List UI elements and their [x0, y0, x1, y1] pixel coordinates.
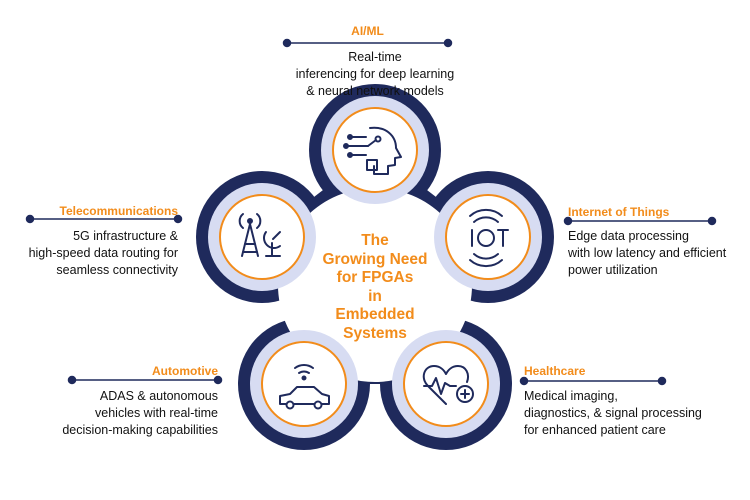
- heart-pulse-icon: [422, 365, 474, 405]
- connected-car-icon: [279, 364, 330, 410]
- center-title-line: The: [361, 232, 389, 249]
- node-healthcare: [392, 330, 500, 438]
- telecom-desc-line: 5G infrastructure &: [73, 229, 178, 243]
- ai-ml-desc-line: & neural network models: [306, 84, 444, 98]
- automotive-desc-line: vehicles with real-time: [95, 406, 218, 420]
- ai-head-circuit-icon: [343, 126, 402, 175]
- healthcare-desc-line: for enhanced patient care: [524, 423, 666, 437]
- center-title: The Growing Need for FPGAs in Embedded S…: [300, 232, 450, 343]
- telecom-description: 5G infrastructure & high-speed data rout…: [4, 228, 178, 279]
- node-iot: [434, 183, 542, 291]
- ai-ml-description: Real-time inferencing for deep learning …: [270, 49, 480, 100]
- center-title-line: Growing Need: [322, 250, 428, 268]
- iot-description: Edge data processing with low latency an…: [568, 228, 748, 279]
- ai-ml-desc-line: inferencing for deep learning: [295, 67, 455, 81]
- node-automotive: [250, 330, 358, 438]
- telecom-tower-icon: [238, 213, 281, 257]
- telecom-desc-line: seamless connectivity: [56, 263, 178, 277]
- ai-ml-title: AI/ML: [351, 24, 384, 38]
- iot-title: Internet of Things: [568, 205, 670, 219]
- connector-lines: [25, 38, 717, 386]
- center-title-line: in: [368, 287, 382, 305]
- healthcare-description: Medical imaging, diagnostics, & signal p…: [524, 388, 739, 439]
- iot-desc-line: Edge data processing: [568, 229, 689, 243]
- node-telecom: [208, 183, 316, 291]
- telecom-title: Telecommunications: [59, 204, 178, 218]
- center-title-line: for FPGAs: [336, 269, 414, 286]
- ai-ml-desc-line: Real-time: [348, 50, 402, 64]
- iot-desc-line: power utilization: [568, 263, 658, 277]
- automotive-title: Automotive: [152, 364, 218, 378]
- automotive-description: ADAS & autonomous vehicles with real-tim…: [20, 388, 218, 439]
- automotive-desc-line: decision-making capabilities: [62, 423, 218, 437]
- center-circle: [278, 188, 472, 382]
- telecom-desc-line: high-speed data routing for: [28, 246, 178, 260]
- healthcare-desc-line: Medical imaging,: [524, 389, 618, 403]
- healthcare-title: Healthcare: [524, 364, 586, 378]
- healthcare-desc-line: diagnostics, & signal processing: [524, 406, 702, 420]
- node-ai-ml: [321, 96, 429, 204]
- automotive-desc-line: ADAS & autonomous: [99, 389, 218, 403]
- center-title-line: Embedded: [335, 306, 415, 323]
- iot-icon: [469, 208, 509, 268]
- iot-desc-line: with low latency and efficient: [568, 246, 727, 260]
- center-title-line: Systems: [343, 324, 407, 342]
